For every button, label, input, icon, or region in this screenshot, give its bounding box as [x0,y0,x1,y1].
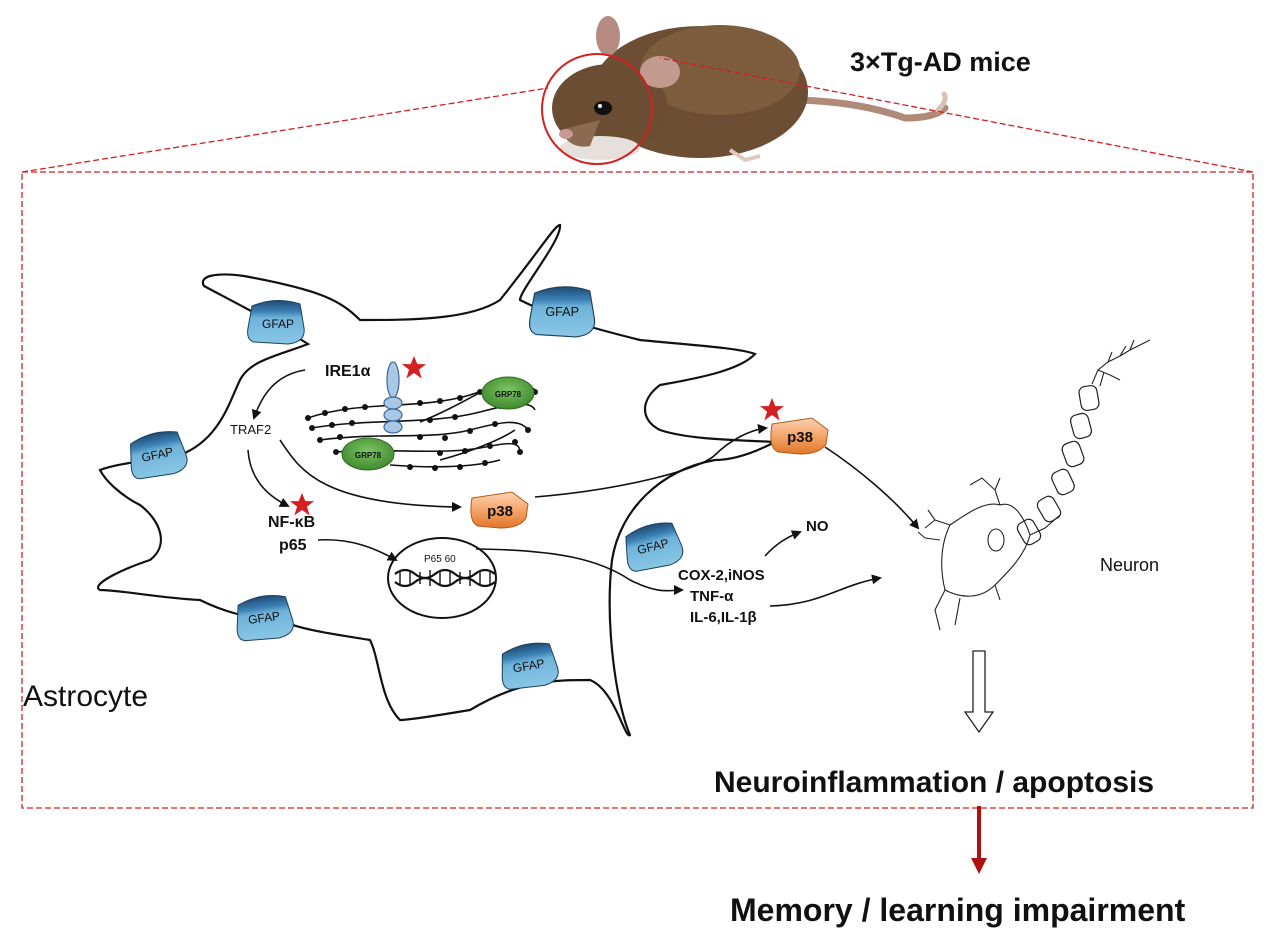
ire1-receptor [383,361,403,434]
svg-text:p38: p38 [787,429,813,446]
astrocyte-membrane [96,223,780,737]
svg-text:GFAP: GFAP [512,656,546,675]
gfap-marker: GFAP [619,518,687,576]
gfap-marker: GFAP [232,592,296,645]
mouse-image [541,16,949,165]
ire1-label: IRE1α [325,363,371,380]
phospho-star-icon [759,397,785,421]
nucleus: P65 60 [387,537,497,619]
zoom-box [21,57,1254,809]
svg-text:GRP78: GRP78 [355,451,382,460]
hollow-down-arrow [963,650,995,734]
svg-text:GFAP: GFAP [247,609,281,627]
grp78-protein: GRP78 [341,437,395,471]
p38-protein-phosphorylated: p38 [770,417,829,455]
p65-label: p65 [279,537,307,554]
phospho-star-icon [289,492,315,516]
svg-text:GFAP: GFAP [545,305,579,319]
tnf-label: TNF-α [690,588,734,605]
cox-inos-label: COX-2,iNOS [678,567,765,584]
gfap-marker: GFAP [496,639,561,693]
grp78-protein: GRP78 [481,376,535,410]
neuron-illustration [917,339,1151,631]
svg-text:p38: p38 [487,503,513,520]
il-label: IL-6,IL-1β [690,609,757,626]
p38-protein: p38 [470,491,529,529]
svg-text:GFAP: GFAP [140,444,174,464]
svg-text:GRP78: GRP78 [495,390,522,399]
neuroinflammation-outcome: Neuroinflammation / apoptosis [714,766,1154,799]
astrocyte-label: Astrocyte [23,680,148,713]
signaling-arrows [247,369,920,607]
neuron-label: Neuron [1100,555,1159,575]
phospho-star-icon [401,355,427,379]
gfap-marker: GFAP [528,286,596,338]
memory-impairment-outcome: Memory / learning impairment [730,892,1186,928]
svg-text:GFAP: GFAP [262,317,294,331]
gfap-marker: GFAP [247,299,305,345]
figure-title: 3×Tg-AD mice [850,47,1031,77]
no-label: NO [806,518,829,535]
traf2-label: TRAF2 [230,422,271,437]
gfap-marker: GFAP [124,427,191,483]
nfkb-label: NF-κB [268,514,315,531]
svg-text:P65 60: P65 60 [424,554,456,565]
